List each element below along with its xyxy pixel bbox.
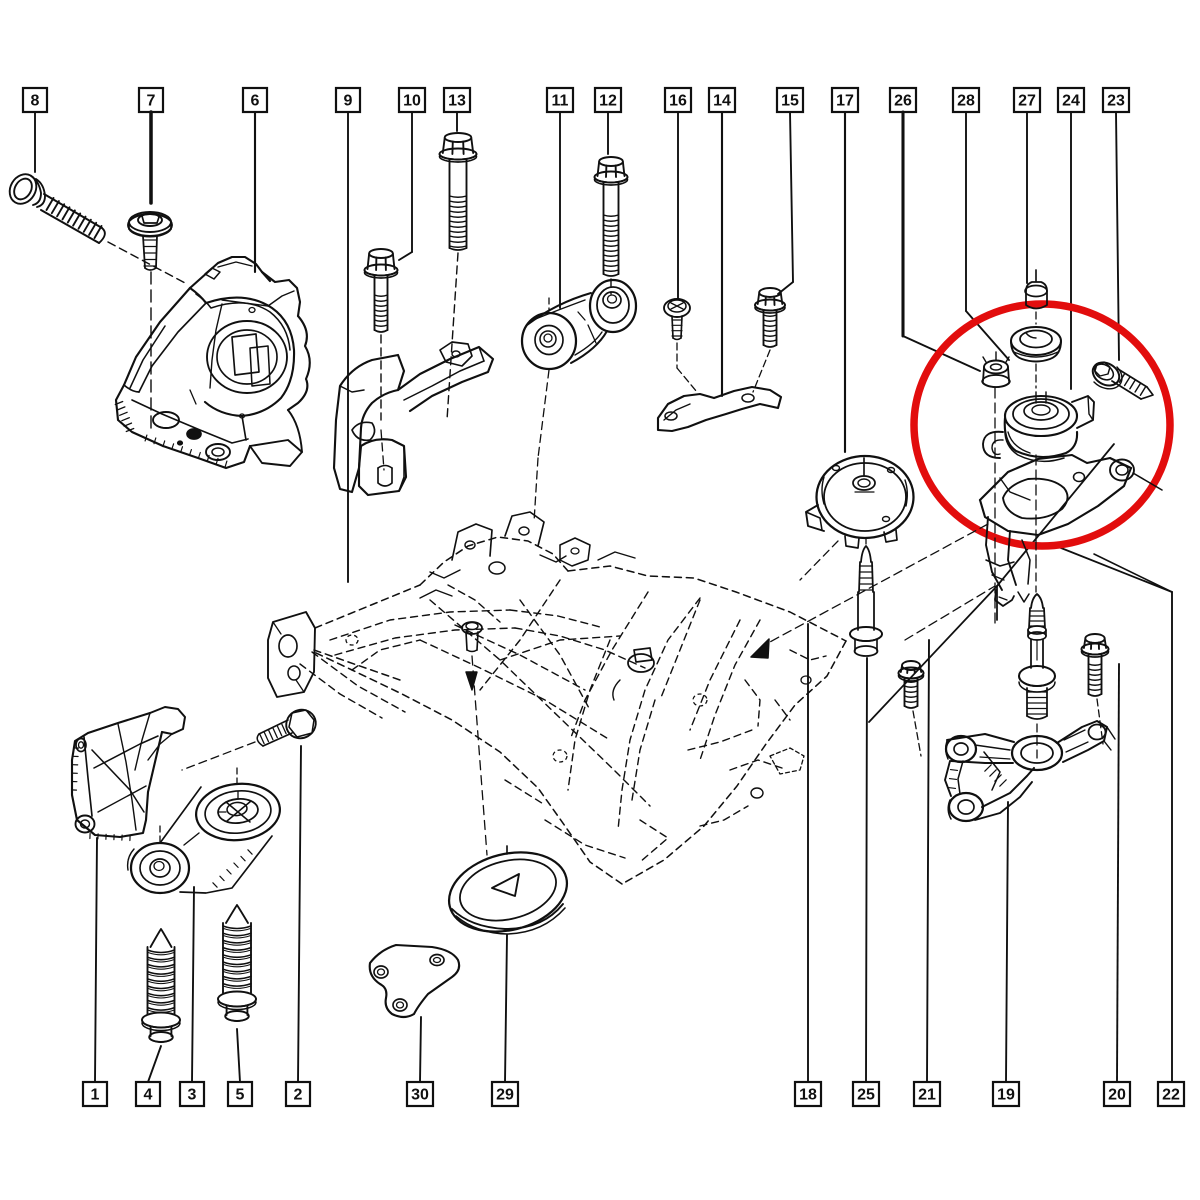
svg-text:21: 21 bbox=[918, 1087, 936, 1104]
svg-text:17: 17 bbox=[836, 93, 854, 110]
svg-text:9: 9 bbox=[344, 93, 353, 110]
svg-text:5: 5 bbox=[236, 1087, 245, 1104]
svg-text:14: 14 bbox=[713, 93, 731, 110]
svg-text:22: 22 bbox=[1162, 1087, 1180, 1104]
svg-text:3: 3 bbox=[188, 1087, 197, 1104]
svg-text:11: 11 bbox=[552, 93, 569, 110]
svg-text:4: 4 bbox=[144, 1087, 153, 1104]
svg-text:20: 20 bbox=[1108, 1087, 1126, 1104]
svg-text:2: 2 bbox=[294, 1087, 303, 1104]
svg-text:30: 30 bbox=[411, 1087, 429, 1104]
svg-text:19: 19 bbox=[997, 1087, 1015, 1104]
svg-text:28: 28 bbox=[957, 93, 975, 110]
svg-text:8: 8 bbox=[31, 93, 40, 110]
svg-text:6: 6 bbox=[251, 93, 260, 110]
svg-text:1: 1 bbox=[91, 1087, 100, 1104]
svg-text:18: 18 bbox=[799, 1087, 817, 1104]
svg-text:24: 24 bbox=[1062, 93, 1080, 110]
svg-text:7: 7 bbox=[147, 93, 156, 110]
svg-text:23: 23 bbox=[1107, 93, 1125, 110]
svg-text:26: 26 bbox=[894, 93, 912, 110]
svg-text:29: 29 bbox=[496, 1087, 514, 1104]
svg-text:12: 12 bbox=[599, 93, 617, 110]
svg-text:25: 25 bbox=[857, 1087, 875, 1104]
svg-text:27: 27 bbox=[1018, 93, 1036, 110]
svg-text:13: 13 bbox=[448, 93, 466, 110]
svg-text:15: 15 bbox=[781, 93, 799, 110]
svg-text:16: 16 bbox=[669, 93, 687, 110]
svg-text:10: 10 bbox=[403, 93, 421, 110]
